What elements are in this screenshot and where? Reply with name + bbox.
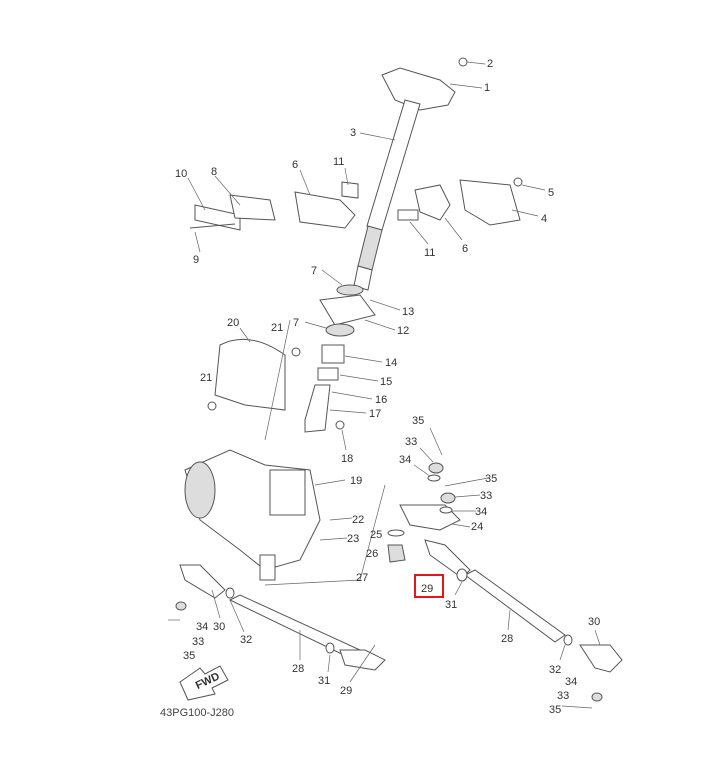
callout[interactable]: 22 (352, 514, 364, 526)
tie-rods (168, 539, 623, 709)
callout[interactable]: 27 (356, 572, 368, 584)
callout[interactable]: 9 (193, 254, 199, 266)
callout[interactable]: 3 (350, 127, 356, 139)
callout[interactable]: 29 (340, 685, 352, 697)
callout[interactable]: 7 (293, 317, 299, 329)
callout[interactable]: 33 (557, 690, 569, 702)
callout[interactable]: 34 (399, 454, 411, 466)
callout[interactable]: 34 (565, 676, 577, 688)
callout[interactable]: 31 (318, 675, 330, 687)
callout[interactable]: 35 (412, 415, 424, 427)
fwd-arrow-icon: FWD (179, 665, 229, 701)
callout[interactable]: 11 (333, 156, 344, 168)
callout[interactable]: 14 (385, 357, 397, 369)
callout-highlighted[interactable]: 29 (421, 583, 433, 595)
callout[interactable]: 13 (402, 306, 414, 318)
diagram-code: 43PG100-J280 (160, 707, 234, 719)
left-bracket-group (187, 167, 359, 253)
callout[interactable]: 33 (405, 436, 417, 448)
callout[interactable]: 35 (183, 650, 195, 662)
callout[interactable]: 25 (370, 529, 382, 541)
callout[interactable]: 34 (196, 621, 208, 633)
callout[interactable]: 24 (471, 521, 483, 533)
pitman-arm-group (387, 427, 489, 563)
callout[interactable]: 32 (240, 634, 252, 646)
callout[interactable]: 10 (175, 168, 187, 180)
callout[interactable]: 4 (541, 213, 547, 225)
callout[interactable]: 34 (475, 506, 487, 518)
callout[interactable]: 30 (213, 621, 225, 633)
callout[interactable]: 11 (424, 247, 435, 259)
callout[interactable]: 2 (487, 58, 493, 70)
highlighted-callout-box (414, 574, 444, 598)
callout[interactable]: 35 (549, 704, 561, 716)
callout[interactable]: 28 (292, 663, 304, 675)
column-bearings (304, 269, 401, 451)
callout[interactable]: 18 (341, 453, 353, 465)
callout[interactable]: 21 (271, 322, 283, 334)
callout[interactable]: 26 (366, 548, 378, 560)
callout[interactable]: 6 (292, 159, 298, 171)
callout[interactable]: 8 (211, 166, 217, 178)
callout[interactable]: 33 (192, 636, 204, 648)
callout[interactable]: 5 (548, 187, 554, 199)
callout[interactable]: 28 (501, 633, 513, 645)
callout-labels: 2 1 3 10 8 6 11 5 4 9 11 6 7 13 12 20 21… (175, 58, 600, 716)
callout[interactable]: 20 (227, 317, 239, 329)
callout[interactable]: 17 (369, 408, 381, 420)
callout[interactable]: 6 (462, 243, 468, 255)
callout[interactable]: 15 (380, 376, 392, 388)
callout[interactable]: 33 (480, 490, 492, 502)
callout[interactable]: 21 (200, 372, 212, 384)
callout[interactable]: 32 (549, 664, 561, 676)
callout[interactable]: 1 (484, 82, 490, 94)
callout[interactable]: 16 (375, 394, 387, 406)
callout[interactable]: 12 (397, 325, 409, 337)
right-bracket-group (397, 177, 546, 245)
callout[interactable]: 19 (350, 475, 362, 487)
callout[interactable]: 35 (485, 473, 497, 485)
callout[interactable]: 7 (311, 265, 317, 277)
callout[interactable]: 23 (347, 533, 359, 545)
eps-unit (184, 319, 386, 586)
callout[interactable]: 30 (588, 616, 600, 628)
callout[interactable]: 31 (445, 599, 457, 611)
steering-column (353, 57, 486, 291)
